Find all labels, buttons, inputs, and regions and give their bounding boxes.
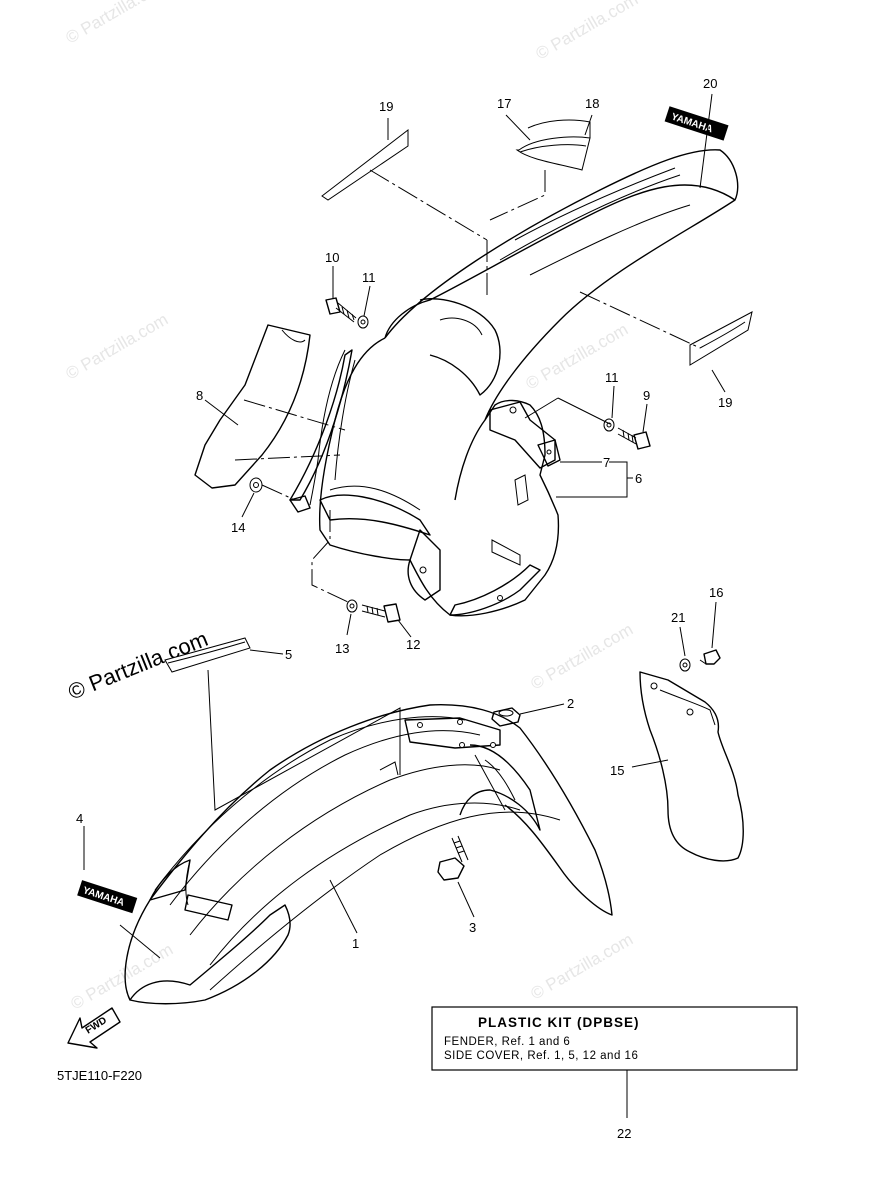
bolt-part-9	[617, 427, 651, 450]
decal-part-17	[515, 136, 591, 171]
plastic-kit-line-2: SIDE COVER, Ref. 1, 5, 12 and 16	[444, 1050, 638, 1062]
watermark: © Partzilla.com	[533, 0, 642, 63]
plastic-kit-line-1: FENDER, Ref. 1 and 6	[444, 1036, 570, 1048]
callout-4: 4	[76, 811, 83, 826]
rear-fender-shell	[384, 149, 739, 501]
callout-8: 8	[196, 388, 203, 403]
callout-18: 18	[585, 96, 599, 111]
watermark: © Partzilla.com	[63, 0, 172, 47]
callout-11-left: 11	[362, 270, 376, 285]
clip-part-7	[537, 439, 561, 467]
leader-lines	[83, 93, 726, 1118]
watermark: © Partzilla.com	[528, 620, 637, 694]
bolt-part-3	[437, 835, 469, 881]
decal-part-19-upper	[321, 128, 409, 201]
fwd-arrow-icon: FWD	[67, 1007, 121, 1049]
side-cover-part-15	[639, 671, 744, 862]
bolt-part-16	[699, 649, 721, 665]
decal-part-4-yamaha: YAMAHA	[77, 880, 138, 914]
callout-7: 7	[603, 455, 610, 470]
front-fender-outline	[124, 704, 613, 1001]
callout-15: 15	[610, 763, 624, 778]
callout-11-right: 11	[605, 370, 619, 385]
callout-1: 1	[352, 936, 359, 951]
callout-5: 5	[285, 647, 292, 662]
callout-19-right: 19	[718, 395, 732, 410]
decal-part-20-yamaha: YAMAHA	[664, 106, 729, 141]
callout-22: 22	[617, 1126, 631, 1141]
callout-20: 20	[703, 76, 717, 91]
plastic-kit-title: PLASTIC KIT (DPBSE)	[478, 1015, 640, 1030]
bolt-part-10	[325, 297, 357, 323]
diagram-code: 5TJE110-F220	[57, 1068, 142, 1083]
callout-16: 16	[709, 585, 723, 600]
watermark: © Partzilla.com	[68, 940, 177, 1014]
decal-part-19-right	[689, 311, 753, 366]
rear-fender-assembly	[309, 149, 739, 617]
watermark: © Partzilla.com	[63, 310, 172, 384]
callout-17: 17	[497, 96, 511, 111]
callout-9: 9	[643, 388, 650, 403]
callout-13: 13	[335, 641, 349, 656]
front-fender-part-1	[124, 704, 613, 1005]
watermark: © Partzilla.com	[528, 930, 637, 1004]
fwd-label: FWD	[84, 1015, 109, 1036]
callout-numbers: 19 17 18 20 10 11 11 9 19 8 7 6 14 13 12…	[76, 76, 732, 1141]
plastic-kit-box: PLASTIC KIT (DPBSE) FENDER, Ref. 1 and 6…	[431, 1006, 798, 1071]
side-cover-panel-strip	[289, 349, 353, 501]
callout-3: 3	[469, 920, 476, 935]
side-cover-part-8	[194, 324, 311, 489]
grommet-part-2	[491, 707, 521, 727]
callout-14: 14	[231, 520, 245, 535]
rear-fender-edge	[384, 184, 736, 339]
callout-10: 10	[325, 250, 339, 265]
callout-21: 21	[671, 610, 685, 625]
callout-12: 12	[406, 637, 420, 652]
callout-2: 2	[567, 696, 574, 711]
callout-6: 6	[635, 471, 642, 486]
callout-19-upper: 19	[379, 99, 393, 114]
bolt-part-12	[361, 603, 401, 623]
rear-fender-side-body	[318, 337, 560, 617]
